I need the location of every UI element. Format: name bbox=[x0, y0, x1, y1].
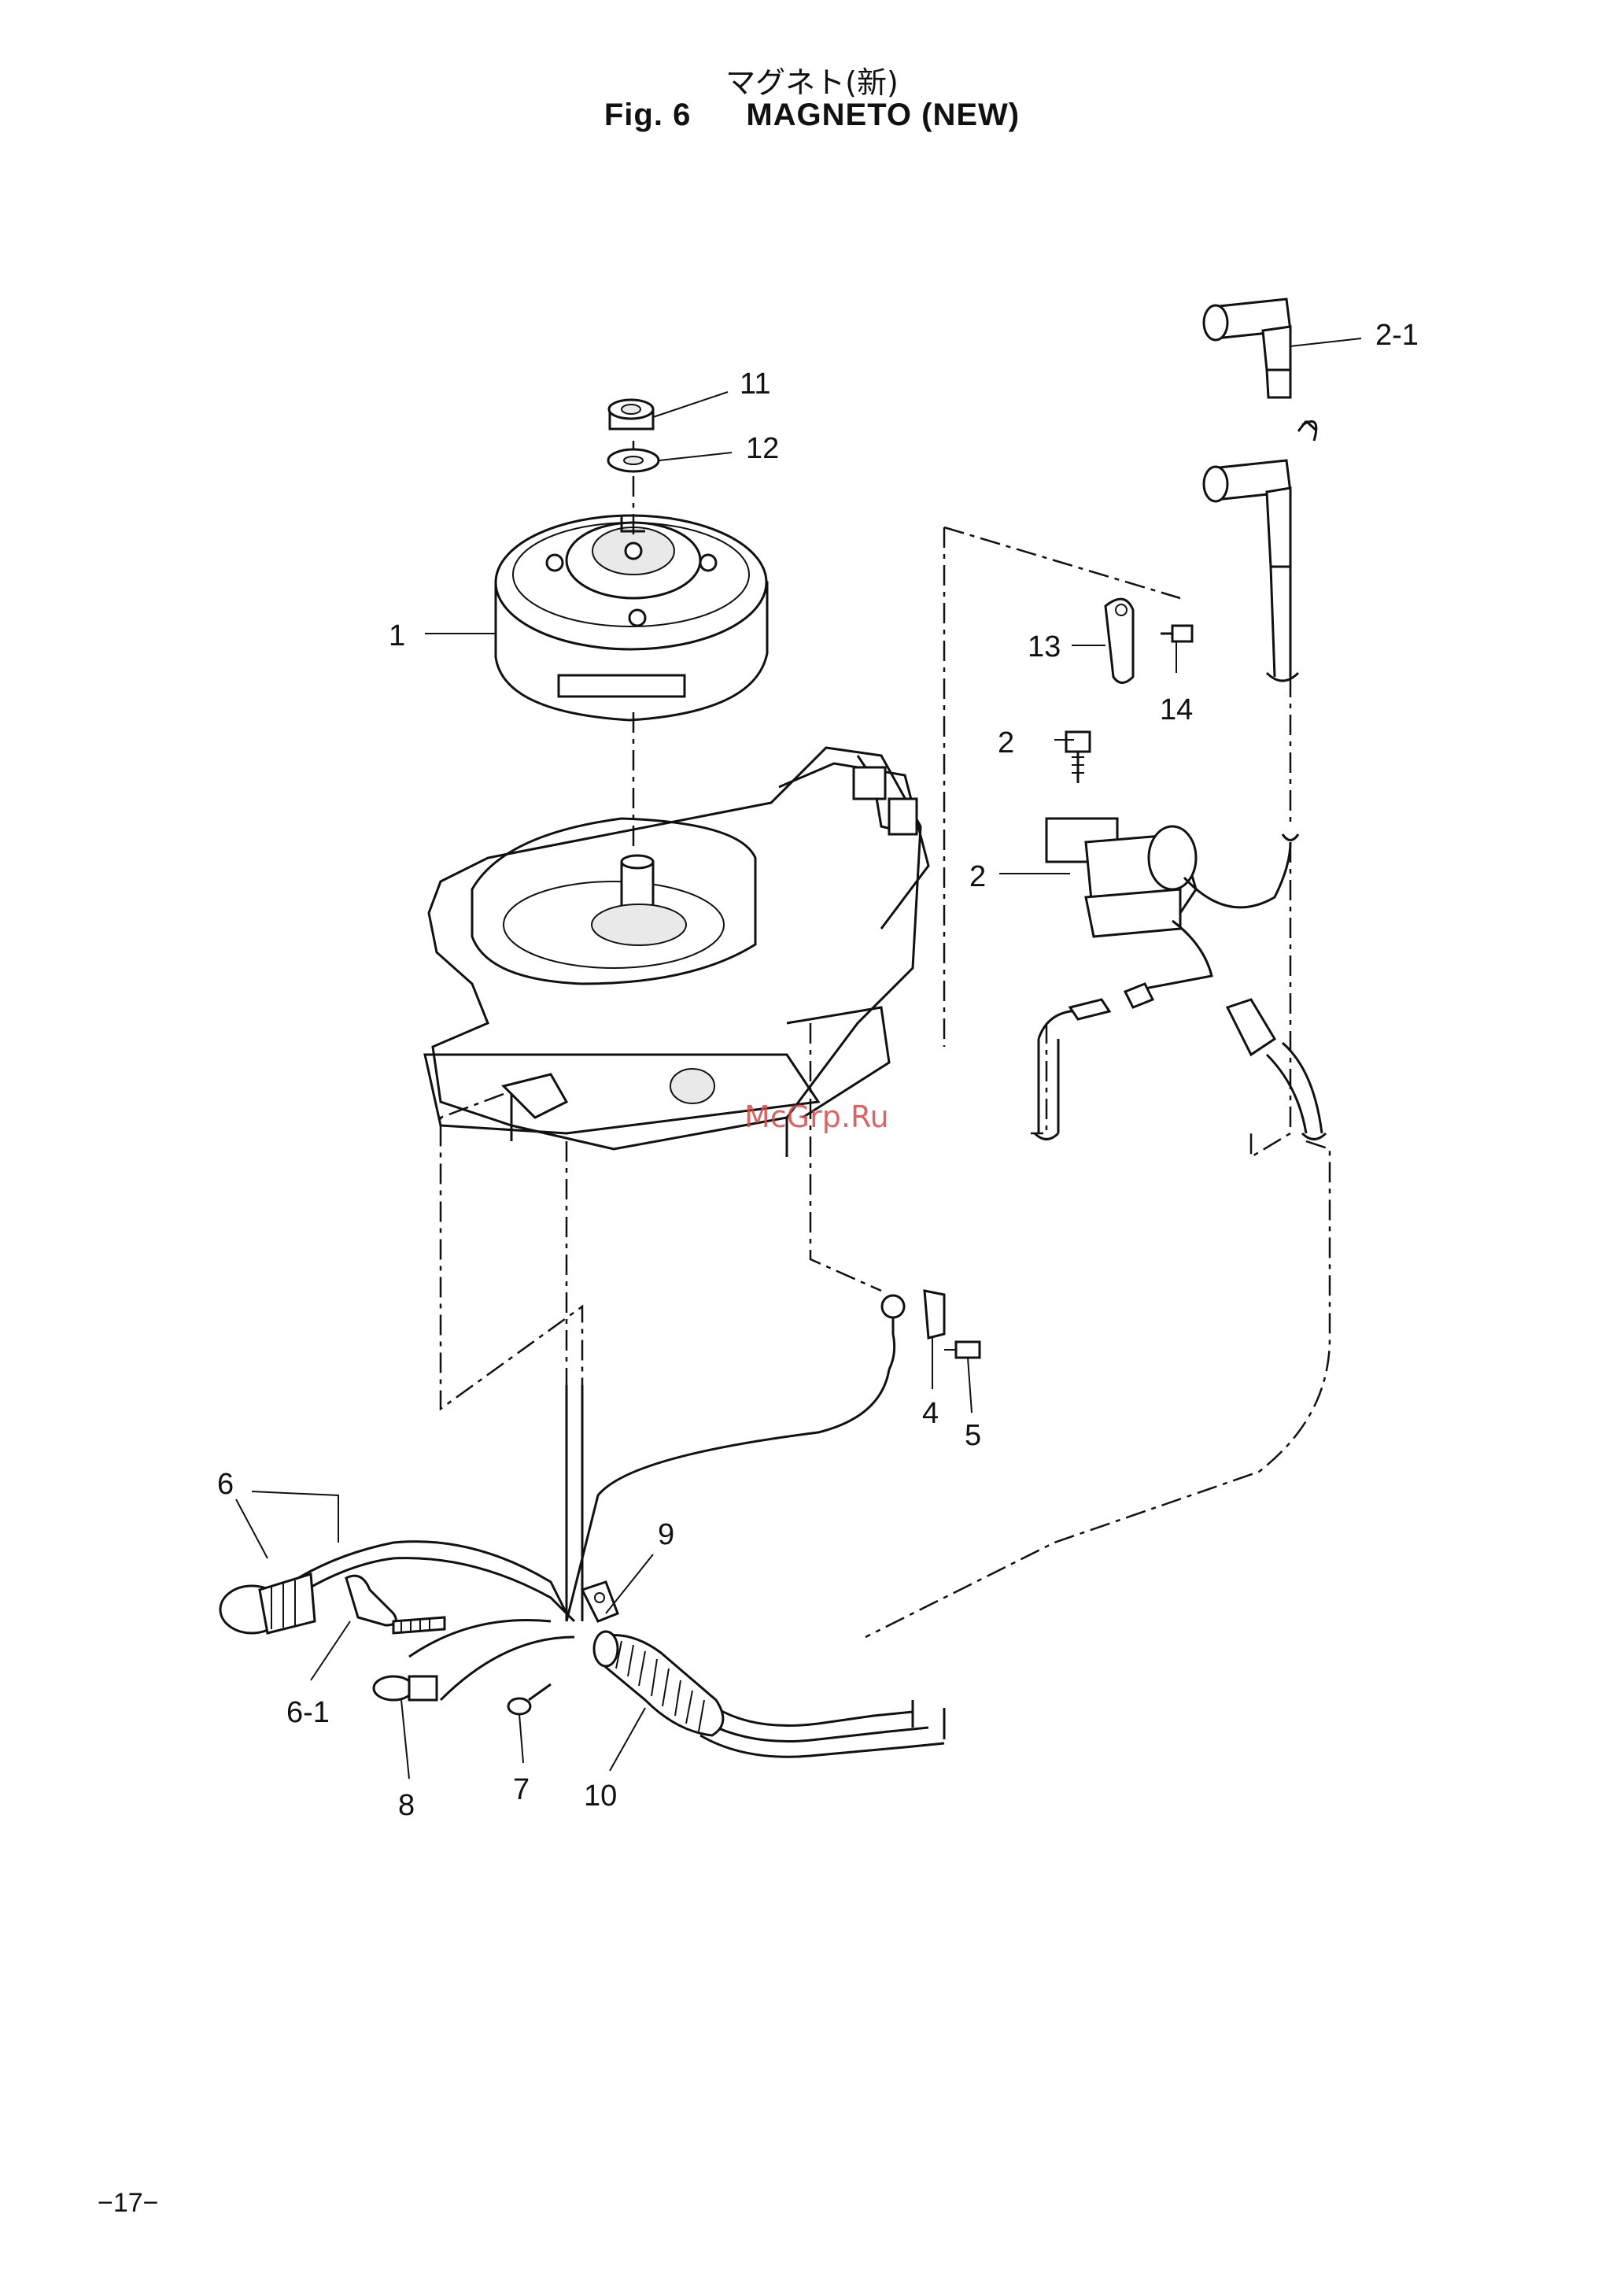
callout-7: 7 bbox=[513, 1773, 530, 1806]
callout-1: 1 bbox=[389, 619, 405, 652]
callout-2-1: 2-1 bbox=[1375, 319, 1419, 352]
clamp bbox=[582, 1582, 618, 1621]
callout-13: 13 bbox=[1028, 630, 1061, 663]
callout-11: 11 bbox=[740, 368, 770, 401]
plug-cap-new bbox=[1204, 299, 1290, 397]
callout-6: 6 bbox=[217, 1468, 234, 1501]
callout-9: 9 bbox=[658, 1518, 674, 1551]
callout-8: 8 bbox=[398, 1789, 415, 1822]
stop-switch-clip bbox=[346, 1576, 445, 1633]
ground-terminal bbox=[882, 1291, 980, 1369]
callout-12: 12 bbox=[746, 432, 779, 465]
stop-switch bbox=[220, 1574, 315, 1633]
callout-14: 14 bbox=[1160, 693, 1193, 726]
flywheel bbox=[496, 516, 767, 720]
callout-4: 4 bbox=[922, 1397, 939, 1430]
watermark: McGrp.Ru bbox=[744, 1099, 889, 1134]
callout-leaders bbox=[236, 338, 1361, 1779]
grommet bbox=[374, 1676, 437, 1700]
ground-plate bbox=[1105, 599, 1133, 682]
callout-2-coil: 2 bbox=[969, 860, 986, 893]
nut bbox=[609, 400, 653, 429]
callout-5: 5 bbox=[965, 1419, 981, 1452]
ground-screw bbox=[1161, 626, 1192, 641]
washer bbox=[608, 449, 659, 471]
ignition-coil bbox=[1046, 819, 1290, 996]
callout-10: 10 bbox=[584, 1779, 617, 1813]
page-number: −17− bbox=[98, 2188, 159, 2219]
screw bbox=[508, 1684, 551, 1714]
callout-2-bolt: 2 bbox=[998, 726, 1014, 759]
plug-cap-old bbox=[1204, 460, 1290, 677]
callout-6-1: 6-1 bbox=[286, 1696, 330, 1729]
protector-tube bbox=[594, 1632, 723, 1735]
